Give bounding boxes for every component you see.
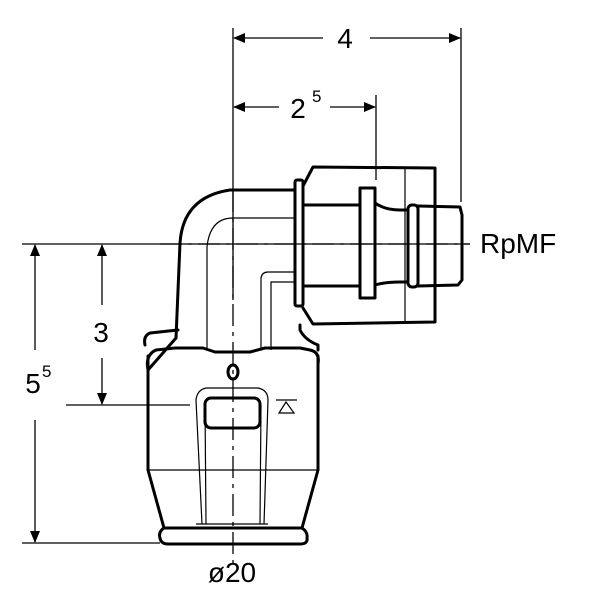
dimension-label-overall-width: 4	[337, 23, 353, 54]
thread-label: RpMF	[480, 228, 556, 259]
rotation-symbol-icon	[226, 363, 240, 381]
flange-ring	[293, 178, 305, 308]
dimension-inner-width: 2 5	[233, 87, 377, 180]
dimension-upper-height: 3	[66, 244, 190, 406]
dimension-overall-height: 5 5	[22, 243, 470, 544]
dimension-overall-width: 4	[232, 23, 462, 300]
dimension-label-overall-height: 5	[25, 368, 41, 399]
insertion-marker-icon	[276, 399, 297, 414]
elbow-body	[146, 188, 297, 372]
release-button	[203, 396, 262, 430]
o-ring	[406, 203, 420, 289]
diameter-label: ø20	[208, 557, 256, 588]
dimension-label-overall-height-sup: 5	[42, 362, 51, 381]
collar	[143, 323, 320, 372]
thread-connector	[293, 165, 464, 326]
hex-nut	[358, 186, 377, 300]
dimension-label-inner-width-sup: 5	[312, 87, 321, 106]
dimension-label-upper-height: 3	[93, 317, 109, 348]
push-fit-body	[146, 354, 320, 546]
dimension-label-inner-width: 2	[290, 93, 306, 124]
